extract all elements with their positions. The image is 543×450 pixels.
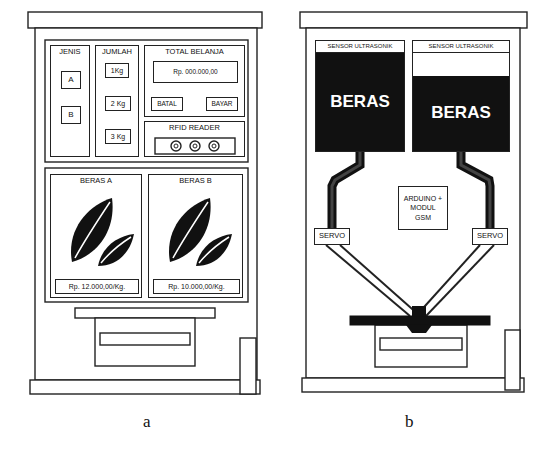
panel-heading: RFID READER <box>169 124 220 132</box>
weight-button: 2 Kg <box>105 96 131 111</box>
pay-button: BAYAR <box>206 97 238 111</box>
node-label: 2 Kg <box>111 100 125 108</box>
price-display: Rp. 000.000,00 <box>153 61 238 83</box>
node-label: Rp. 12.000,00/Kg. <box>69 283 125 291</box>
price-tag: Rp. 10.000,00/Kg. <box>153 279 240 294</box>
node-label: SENSOR ULTRASONIK <box>328 43 393 50</box>
weight-button: 1Kg <box>105 63 129 78</box>
price-tag: Rp. 12.000,00/Kg. <box>55 279 139 294</box>
panel-heading: JUMLAH <box>102 48 132 56</box>
type-button: A <box>61 71 81 89</box>
type-button: B <box>61 106 81 124</box>
node-label: 3 Kg <box>111 133 125 141</box>
node-label: BERAS <box>431 104 491 123</box>
node-label: A <box>68 76 73 85</box>
node-label: SERVO <box>319 232 345 240</box>
weight-button: 3 Kg <box>105 129 131 144</box>
node-label: SENSOR ULTRASONIK <box>429 43 494 50</box>
panel-heading: BERAS B <box>179 177 212 185</box>
figure-label: b <box>405 412 414 432</box>
controller-box: ARDUINO + MODUL GSM <box>398 186 448 230</box>
panel-heading: TOTAL BELANJA <box>165 48 224 56</box>
servo-motor: SERVO <box>314 228 350 245</box>
rice-hopper: BERAS <box>412 52 510 152</box>
node-label: ARDUINO + MODUL GSM <box>402 194 444 221</box>
pipe-core <box>461 152 490 228</box>
node-label: BATAL <box>157 100 177 107</box>
node-label: SERVO <box>477 232 503 240</box>
total-panel: TOTAL BELANJA Rp. 000.000,00BATAL BAYAR <box>144 45 245 117</box>
node-label: B <box>68 111 73 120</box>
rice-pipe <box>461 152 490 228</box>
servo-motor: SERVO <box>472 228 508 245</box>
panel-heading: JENIS <box>59 48 80 56</box>
node-label: BERAS <box>330 93 390 112</box>
node-label: Rp. 10.000,00/Kg. <box>168 283 224 291</box>
jumlah-panel: JUMLAH 1Kg 2 Kg 3 Kg <box>95 45 139 157</box>
product-panel: BERAS B Rp. 10.000,00/Kg. <box>148 174 243 298</box>
pipe-core <box>332 152 360 228</box>
panel-heading: BERAS A <box>80 177 112 185</box>
pipe-outline <box>461 152 490 228</box>
pipe-outline <box>332 152 360 228</box>
figure-label: a <box>143 412 151 432</box>
node-label: 1Kg <box>111 67 123 75</box>
node-label: BAYAR <box>211 100 232 107</box>
node-label: Rp. 000.000,00 <box>173 68 217 75</box>
jenis-panel: JENIS A B <box>50 45 90 157</box>
rfid-panel: RFID READER <box>144 121 245 157</box>
product-panel: BERAS A Rp. 12.000,00/Kg. <box>50 174 142 298</box>
cancel-button: BATAL <box>151 97 183 111</box>
rice-pipe <box>332 152 360 228</box>
rice-hopper: BERAS <box>315 52 405 152</box>
